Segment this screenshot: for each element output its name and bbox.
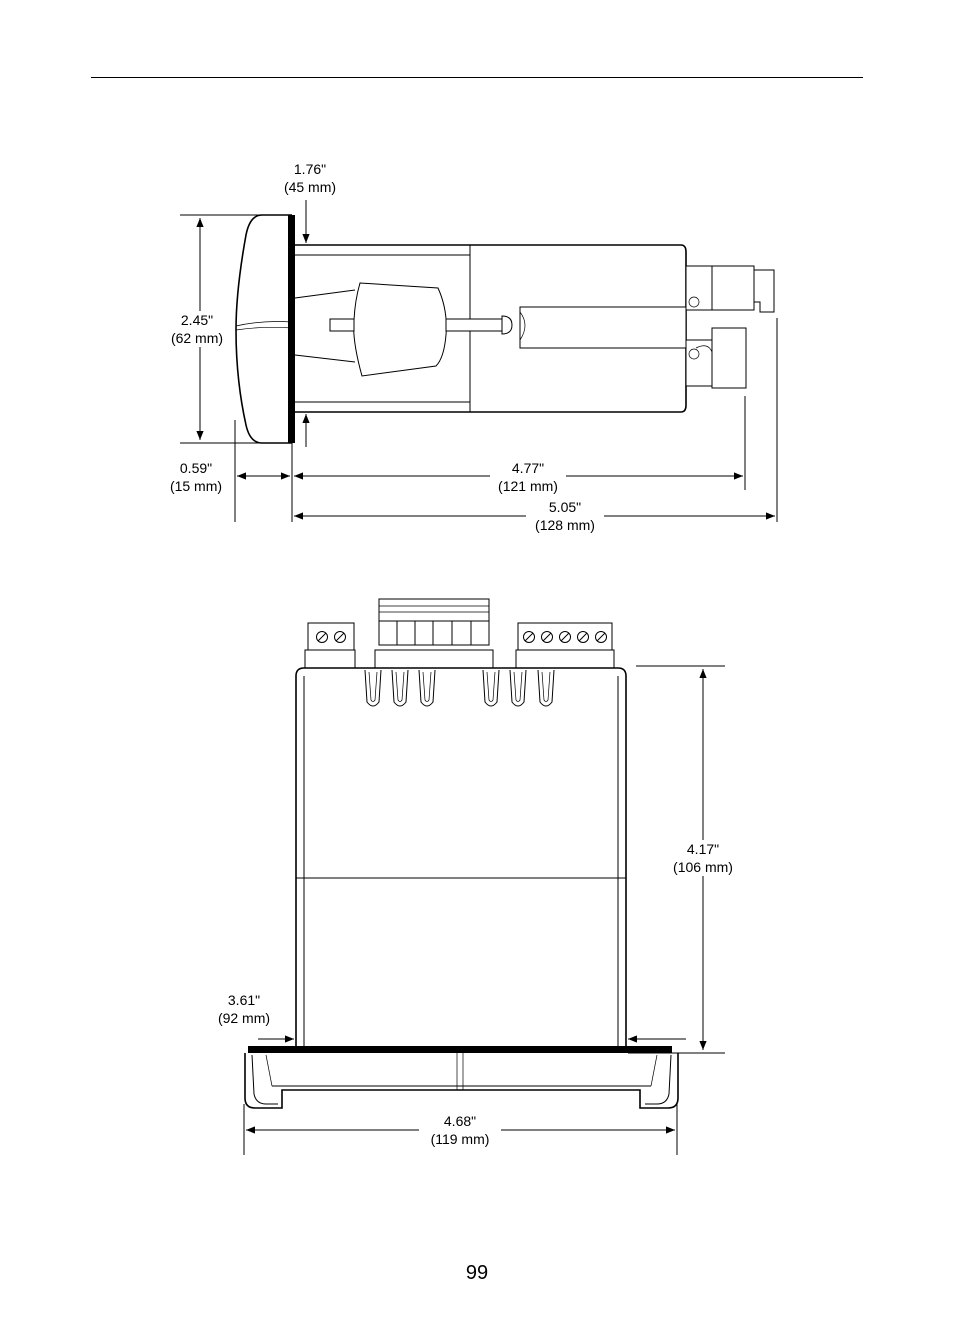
- dim-mm: (106 mm): [673, 859, 733, 875]
- dim-mm: (62 mm): [170, 330, 224, 346]
- side-panel-gasket: [288, 215, 295, 443]
- dim-label-case-length: 4.77" (121 mm): [490, 459, 566, 495]
- dim-mm: (128 mm): [535, 517, 595, 533]
- dim-mm: (119 mm): [430, 1131, 490, 1147]
- top-terminal-left: [304, 622, 356, 669]
- dim-label-height: 2.45" (62 mm): [165, 311, 229, 347]
- dim-label-bezel-depth: 0.59" (15 mm): [164, 459, 228, 495]
- header-rule: [91, 77, 863, 78]
- dim-inch: 1.76": [293, 161, 327, 177]
- dim-inch: 3.61": [227, 992, 261, 1008]
- page-number: 99: [465, 1262, 489, 1284]
- side-rear-module: [519, 306, 687, 349]
- top-view-meter: [243, 598, 725, 1155]
- dim-inch: 0.59": [179, 460, 213, 476]
- dim-label-case-depth: 4.17" (106 mm): [663, 840, 743, 876]
- top-vent-slots: [364, 669, 555, 707]
- top-bezel: [244, 1053, 679, 1109]
- side-mounting-clip: [353, 282, 447, 377]
- side-view-meter: [180, 200, 778, 522]
- top-terminal-right: [515, 622, 615, 669]
- dim-label-case-width: 3.61" (92 mm): [208, 991, 280, 1027]
- side-connector-lower: [685, 327, 747, 389]
- dim-label-depth-behind-panel: 1.76" (45 mm): [278, 160, 342, 196]
- dim-mm: (45 mm): [283, 179, 337, 195]
- top-panel-gasket: [248, 1046, 672, 1053]
- dim-inch: 4.77": [511, 460, 545, 476]
- top-case: [295, 667, 627, 1047]
- dim-mm: (92 mm): [217, 1010, 271, 1026]
- dim-inch: 5.05": [548, 499, 582, 515]
- dim-label-bezel-width: 4.68" (119 mm): [419, 1112, 501, 1148]
- dim-mm: (121 mm): [498, 478, 558, 494]
- dim-mm: (15 mm): [169, 478, 223, 494]
- dim-inch: 4.17": [686, 841, 720, 857]
- dim-inch: 2.45": [180, 312, 214, 328]
- dim-label-overall-length: 5.05" (128 mm): [526, 498, 604, 534]
- side-connector-upper: [685, 265, 775, 313]
- dim-inch: 4.68": [443, 1113, 477, 1129]
- top-connector-center: [374, 598, 494, 669]
